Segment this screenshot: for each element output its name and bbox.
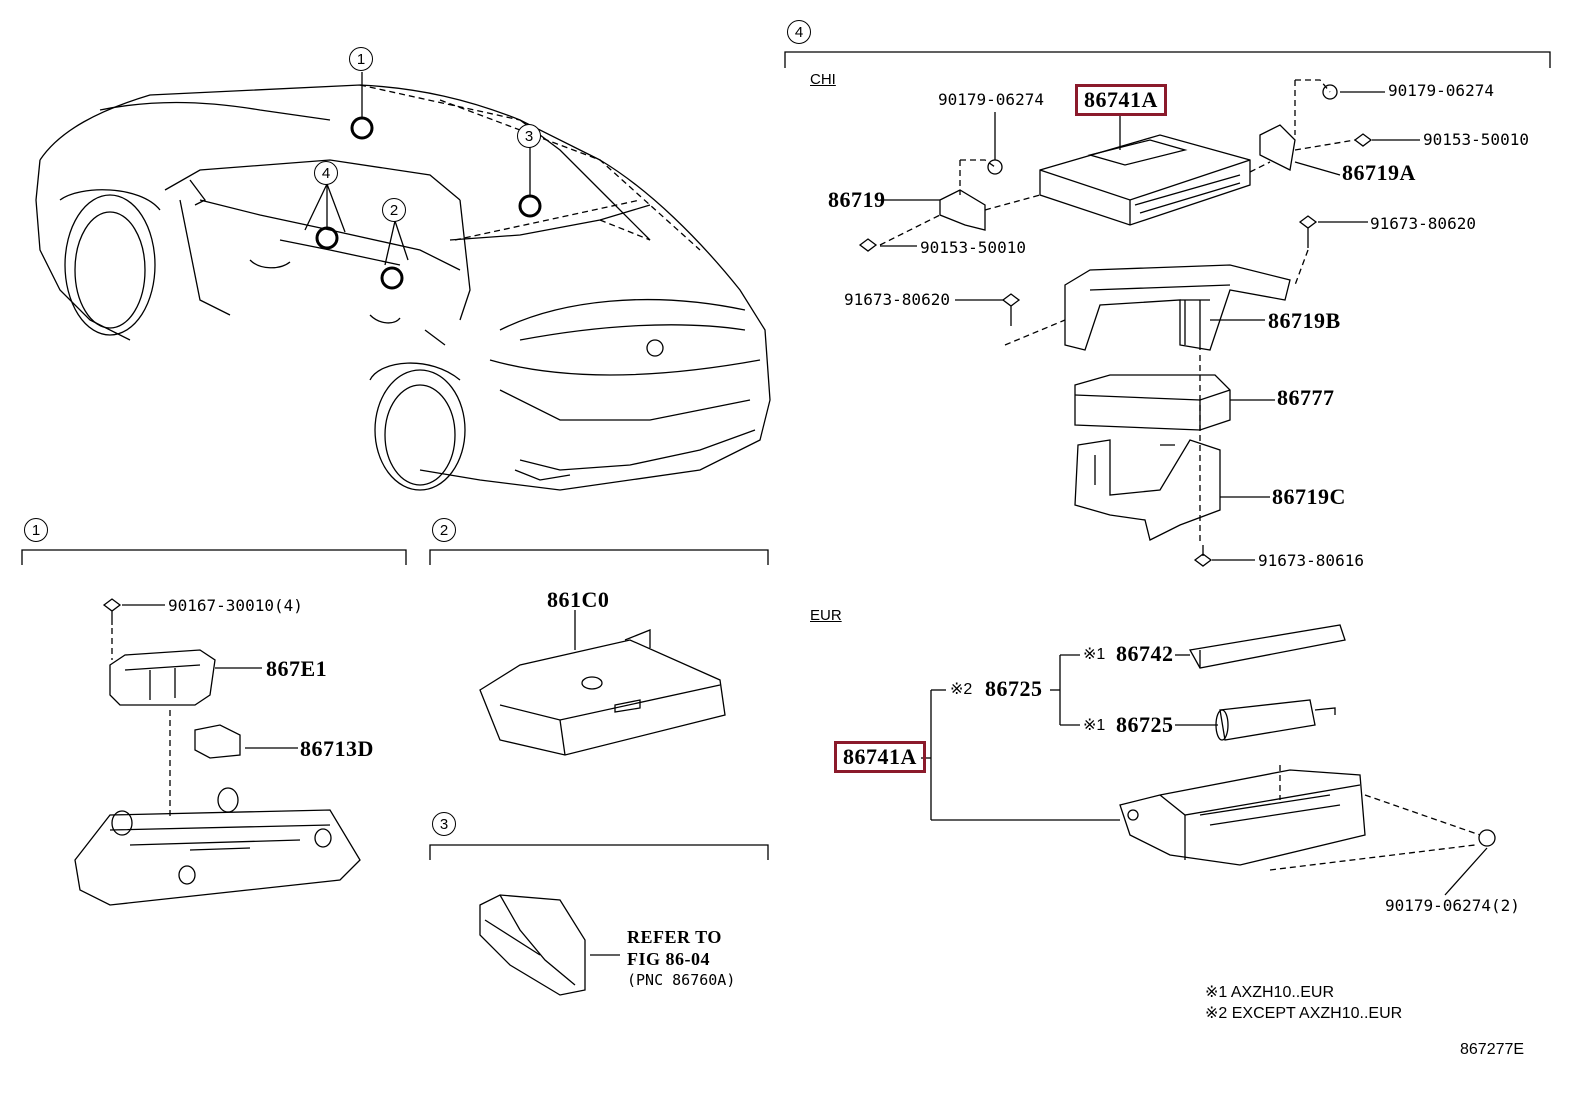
part-861C0[interactable]: 861C0 bbox=[547, 587, 610, 612]
mark-1-b: ※1 bbox=[1083, 717, 1106, 734]
callout-4: 4 bbox=[314, 161, 338, 185]
part-90167-30010[interactable]: 90167-30010(4) bbox=[168, 596, 303, 615]
part-86719A[interactable]: 86719A bbox=[1342, 160, 1416, 185]
callout-3: 3 bbox=[517, 124, 541, 148]
section-4-marker: 4 bbox=[787, 20, 811, 44]
part-91673-80620-left[interactable]: 91673-80620 bbox=[844, 290, 950, 309]
section1-assembly bbox=[74, 598, 361, 906]
refer-line-2[interactable]: FIG 86-04 bbox=[627, 949, 710, 969]
part-86725-child[interactable]: 86725 bbox=[1116, 712, 1174, 737]
section-3-marker: 3 bbox=[432, 812, 456, 836]
part-90179-06274-right[interactable]: 90179-06274 bbox=[1388, 81, 1494, 100]
part-91673-80620-right[interactable]: 91673-80620 bbox=[1370, 214, 1476, 233]
part-86725-parent[interactable]: 86725 bbox=[985, 676, 1043, 701]
part-86719C[interactable]: 86719C bbox=[1272, 484, 1346, 509]
part-86719[interactable]: 86719 bbox=[828, 187, 886, 212]
callout-1: 1 bbox=[349, 47, 373, 71]
callout-2: 2 bbox=[382, 198, 406, 222]
car-illustration bbox=[35, 72, 771, 491]
part-86741A-chi[interactable]: 86741A bbox=[1075, 84, 1167, 116]
chi-assembly bbox=[858, 79, 1420, 567]
part-86741A-eur[interactable]: 86741A bbox=[834, 741, 926, 773]
part-90153-50010-left[interactable]: 90153-50010 bbox=[920, 238, 1026, 257]
part-90179-06274-left[interactable]: 90179-06274 bbox=[938, 90, 1044, 109]
refer-line-3: (PNC 86760A) bbox=[627, 971, 736, 989]
part-86777[interactable]: 86777 bbox=[1277, 385, 1335, 410]
refer-line-1: REFER TO bbox=[627, 927, 722, 947]
region-chi: CHI bbox=[810, 71, 836, 88]
section-2-marker: 2 bbox=[432, 518, 456, 542]
figure-id: 867277E bbox=[1460, 1041, 1525, 1058]
section3-assembly bbox=[479, 894, 620, 996]
part-90153-50010-right[interactable]: 90153-50010 bbox=[1423, 130, 1529, 149]
section2-assembly bbox=[479, 610, 726, 756]
mark-2: ※2 bbox=[950, 681, 973, 698]
section-1-marker: 1 bbox=[24, 518, 48, 542]
part-86742[interactable]: 86742 bbox=[1116, 641, 1174, 666]
part-867E1[interactable]: 867E1 bbox=[266, 656, 328, 681]
part-90179-06274-qty2[interactable]: 90179-06274(2) bbox=[1385, 896, 1520, 915]
note-1: ※1 AXZH10..EUR bbox=[1205, 984, 1335, 1001]
part-86719B[interactable]: 86719B bbox=[1268, 308, 1341, 333]
part-86713D[interactable]: 86713D bbox=[300, 736, 374, 761]
section-frames bbox=[21, 51, 1551, 860]
mark-1-a: ※1 bbox=[1083, 646, 1106, 663]
region-eur: EUR bbox=[810, 607, 842, 624]
note-2: ※2 EXCEPT AXZH10..EUR bbox=[1205, 1005, 1403, 1022]
eur-assembly bbox=[921, 624, 1496, 896]
part-91673-80616[interactable]: 91673-80616 bbox=[1258, 551, 1364, 570]
